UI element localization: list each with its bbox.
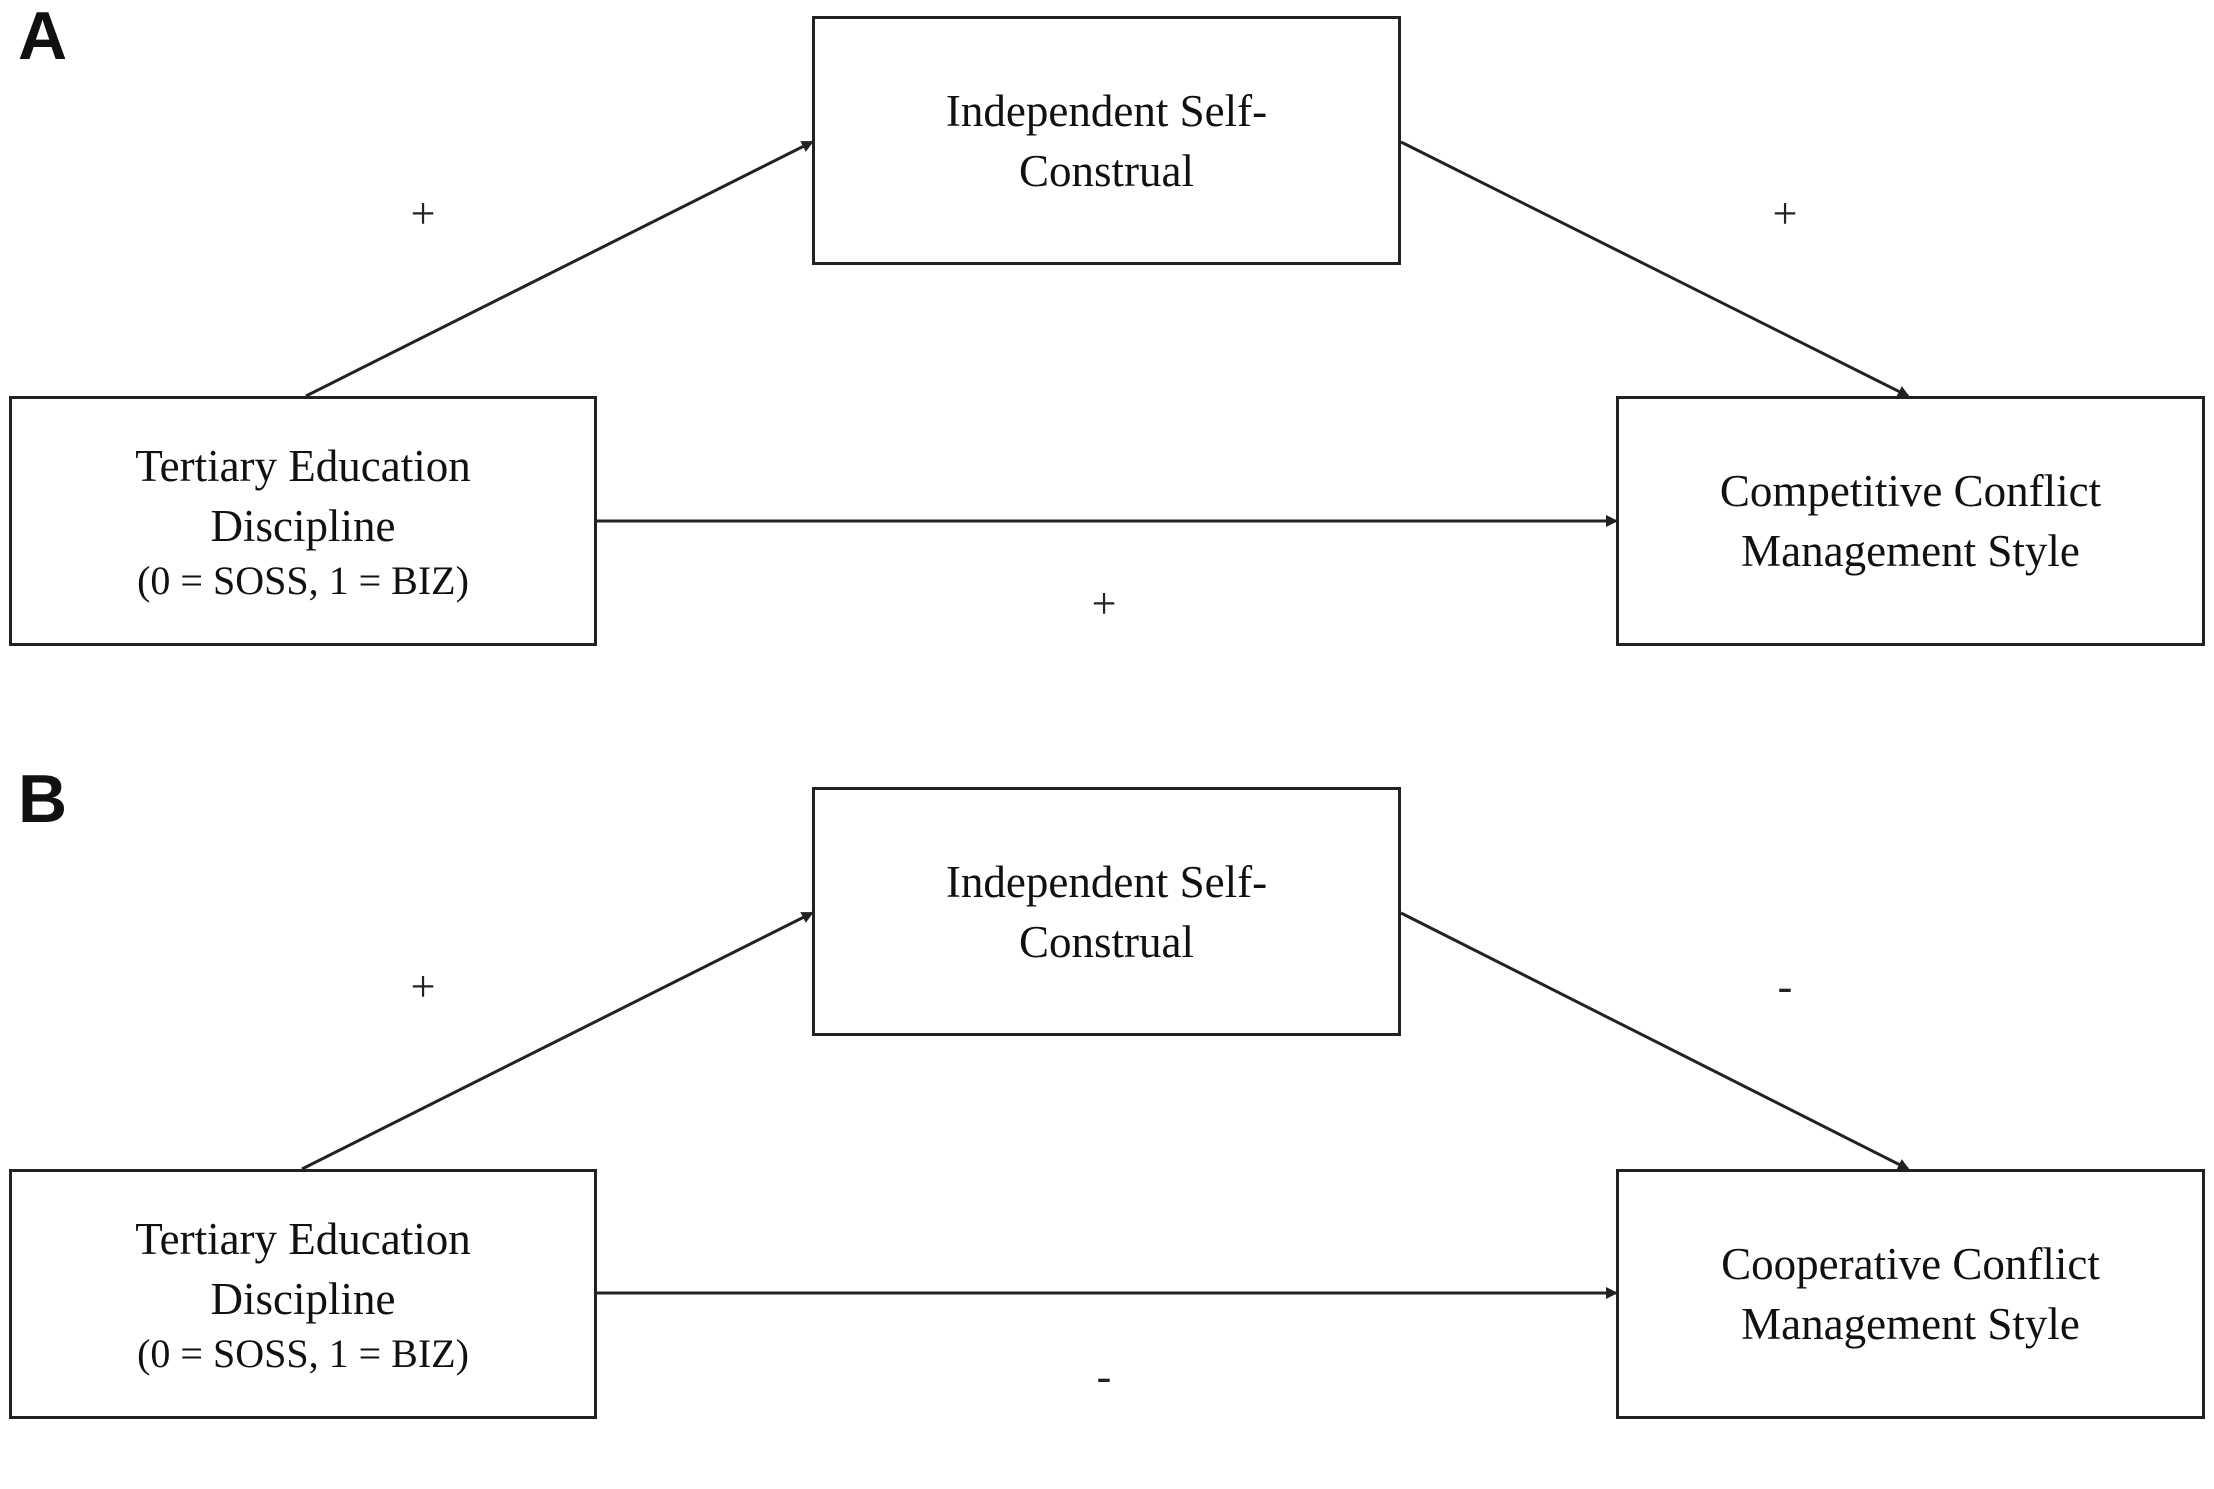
outcome-label-line2: Management Style bbox=[1741, 526, 2080, 576]
outcome-label-line1: Competitive Conflict bbox=[1719, 466, 2102, 516]
a-path-arrow bbox=[301, 911, 814, 1171]
mediator-label-line2: Construal bbox=[1019, 145, 1194, 196]
panel-label: A bbox=[18, 0, 68, 74]
predictor-coding: (0 = SOSS, 1 = BIZ) bbox=[137, 1331, 469, 1376]
mediator-box: Independent Self- Construal bbox=[812, 16, 1401, 265]
predictor-box: Tertiary Education Discipline (0 = SOSS,… bbox=[9, 396, 597, 646]
c-path-sign: + bbox=[1091, 579, 1117, 628]
mediator-label-line1: Independent Self- bbox=[945, 85, 1268, 136]
predictor-label-line2: Discipline bbox=[210, 1274, 396, 1324]
predictor-label-line2: Discipline bbox=[210, 501, 396, 551]
c-path-sign: - bbox=[1096, 1352, 1112, 1401]
mediator-label-line2: Construal bbox=[1019, 916, 1194, 967]
panel-label: B bbox=[18, 761, 68, 837]
predictor-label-line1: Tertiary Education bbox=[135, 1214, 471, 1264]
b-path-arrow bbox=[1400, 911, 1910, 1171]
b-path-sign: - bbox=[1777, 962, 1793, 1011]
predictor-box: Tertiary Education Discipline (0 = SOSS,… bbox=[9, 1169, 597, 1419]
predictor-label-line1: Tertiary Education bbox=[135, 441, 471, 491]
outcome-label-line1: Cooperative Conflict bbox=[1721, 1239, 2100, 1289]
outcome-label-line2: Management Style bbox=[1741, 1299, 2080, 1349]
panel-b: B Independent Self- Construal Tertiary E… bbox=[0, 763, 2214, 1489]
b-path-arrow bbox=[1400, 140, 1910, 398]
a-path-sign: + bbox=[410, 189, 436, 238]
mediator-label-line1: Independent Self- bbox=[945, 856, 1268, 907]
path-arrows bbox=[305, 140, 1910, 527]
path-arrows bbox=[301, 911, 1910, 1299]
mediator-box: Independent Self- Construal bbox=[812, 787, 1401, 1036]
a-path-sign: + bbox=[410, 962, 436, 1011]
outcome-box: Cooperative Conflict Management Style bbox=[1616, 1169, 2205, 1419]
b-path-sign: + bbox=[1772, 189, 1798, 238]
predictor-coding: (0 = SOSS, 1 = BIZ) bbox=[137, 558, 469, 603]
outcome-box: Competitive Conflict Management Style bbox=[1616, 396, 2205, 646]
a-path-arrow bbox=[305, 140, 814, 398]
panel-a: A Independent Self- Construal Tertiary E… bbox=[0, 0, 2214, 716]
